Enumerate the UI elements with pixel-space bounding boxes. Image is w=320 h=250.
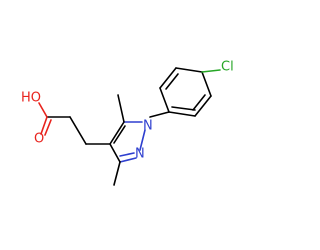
bond-ph-inner-1 <box>165 73 179 90</box>
chlorine-label: Cl <box>221 60 234 75</box>
bond-ph-5 <box>194 95 212 117</box>
bond-ph-2 <box>159 67 177 89</box>
bond-n1-n2 <box>139 129 146 151</box>
bond-ch2a-ch2b <box>69 116 87 145</box>
bond-n2-c3-inner <box>119 152 135 157</box>
bond-c3-c4 <box>109 143 121 163</box>
carbonyl-oxygen-label: O <box>34 132 44 147</box>
bond-co-double-2 <box>44 119 52 136</box>
structure-diagram: HO O N N Cl <box>21 60 234 186</box>
bond-oh <box>38 102 48 118</box>
bond-c5-methyl <box>117 94 125 123</box>
bond-ph-4 <box>201 71 212 97</box>
bond-ph-6 <box>168 111 196 117</box>
nitrogen-2-label: N <box>135 147 145 162</box>
bond-ph-1 <box>159 87 170 113</box>
bond-ph-3 <box>175 67 203 73</box>
bond-n2-c3 <box>119 157 137 163</box>
bond-co-double-1 <box>40 116 48 135</box>
bond-c-cl <box>201 69 221 73</box>
bond-c3-methyl <box>113 161 121 186</box>
bond-n1-phenyl <box>149 111 170 118</box>
nitrogen-1-label: N <box>143 119 153 134</box>
bond-ph-inner-3 <box>171 106 196 111</box>
bond-c4-c5 <box>109 121 125 145</box>
bond-c4-c5-inner <box>113 125 126 144</box>
bond-ph-inner-2 <box>192 94 206 111</box>
hydroxyl-label: HO <box>21 91 41 106</box>
